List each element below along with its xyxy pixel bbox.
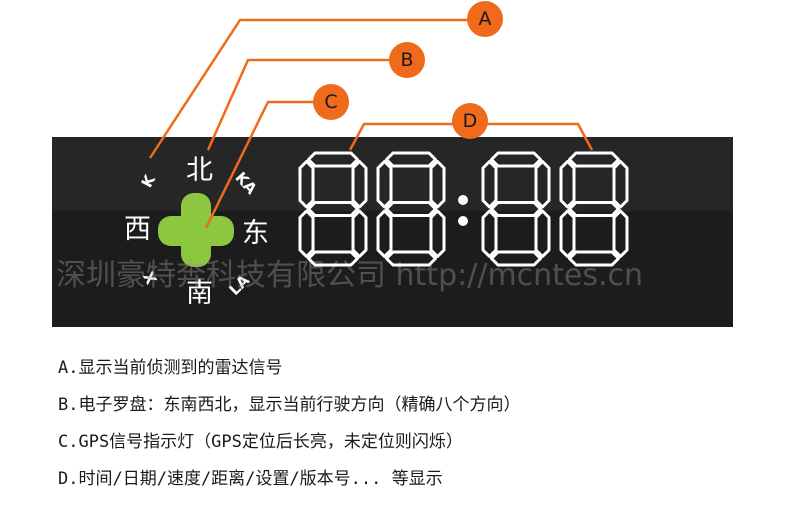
digit-3-segment-g bbox=[490, 201, 542, 217]
compass-north: 北 bbox=[186, 155, 213, 186]
leader-line-c bbox=[204, 100, 316, 229]
digit-2-segment-g bbox=[385, 201, 437, 217]
digit-3-segment-c bbox=[534, 209, 551, 258]
digit-1-segment-b bbox=[351, 160, 368, 209]
note-c: C.GPS信号指示灯（GPS定位后长亮，未定位则闪烁） bbox=[58, 432, 463, 452]
digit-4-segment-d bbox=[568, 250, 620, 267]
digit-2-segment-b bbox=[429, 160, 446, 209]
compass-west: 西 bbox=[124, 214, 151, 245]
digit-2-segment-f bbox=[376, 160, 393, 209]
leader-lines bbox=[148, 18, 594, 229]
callout-d: D bbox=[452, 103, 488, 139]
note-b: B.电子罗盘：东南西北，显示当前行驶方向（精确八个方向） bbox=[58, 395, 521, 415]
digit-3-segment-f bbox=[481, 160, 498, 209]
digit-1-segment-e bbox=[298, 209, 315, 258]
digit-4-segment-e bbox=[559, 209, 576, 258]
digit-2-segment-c bbox=[429, 209, 446, 258]
callout-c: C bbox=[313, 84, 349, 120]
digit-2-segment-e bbox=[376, 209, 393, 258]
digit-3-segment-d bbox=[490, 250, 542, 267]
digit-1-segment-g bbox=[307, 201, 359, 217]
digit-4-segment-b bbox=[612, 160, 629, 209]
digit-1-segment-a bbox=[307, 151, 359, 168]
digit-1-segment-f bbox=[298, 160, 315, 209]
callout-a: A bbox=[467, 1, 503, 37]
gps-indicator-arm bbox=[158, 216, 234, 246]
digit-3-segment-a bbox=[490, 151, 542, 168]
leader-line-b bbox=[206, 58, 392, 151]
digit-1-segment-d bbox=[307, 250, 359, 267]
colon-dot-1 bbox=[458, 195, 468, 205]
seven-segment-display bbox=[298, 151, 629, 267]
digit-4-segment-g bbox=[568, 201, 620, 217]
notes-list: A.显示当前侦测到的雷达信号 B.电子罗盘：东南西北，显示当前行驶方向（精确八个… bbox=[58, 350, 520, 498]
digit-4-segment-f bbox=[559, 160, 576, 209]
colon-dot-2 bbox=[458, 216, 468, 226]
digit-3-segment-e bbox=[481, 209, 498, 258]
compass-east: 东 bbox=[242, 218, 269, 249]
digit-2-segment-d bbox=[385, 250, 437, 267]
callout-b: B bbox=[389, 42, 425, 78]
digit-3-segment-b bbox=[534, 160, 551, 209]
compass-south: 南 bbox=[186, 278, 213, 309]
digit-4-segment-a bbox=[568, 151, 620, 168]
note-a: A.显示当前侦测到的雷达信号 bbox=[58, 358, 283, 378]
note-d: D.时间/日期/速度/距离/设置/版本号... 等显示 bbox=[58, 469, 443, 489]
digit-4-segment-c bbox=[612, 209, 629, 258]
leader-line-a bbox=[148, 18, 470, 159]
digit-1-segment-c bbox=[351, 209, 368, 258]
digit-2-segment-a bbox=[385, 151, 437, 168]
